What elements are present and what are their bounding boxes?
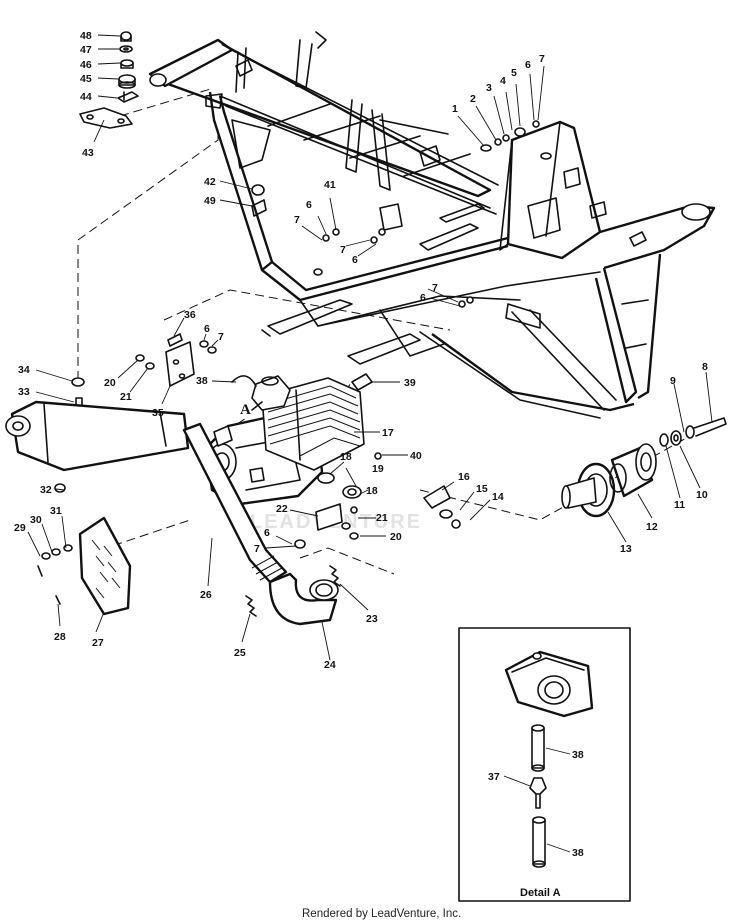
callout-labels: 48 47 46 45 44 43 42 49 41 1 2 3 4 5 6 7… xyxy=(14,30,708,859)
callout-38-detail-upper: 38 xyxy=(572,749,584,761)
footer-credit: Rendered by LeadVenture, Inc. xyxy=(302,908,461,920)
callout-31: 31 xyxy=(50,505,62,517)
callout-48: 48 xyxy=(80,30,92,42)
callout-30: 30 xyxy=(30,514,42,526)
callout-46: 46 xyxy=(80,59,92,71)
callout-38-detail-lower: 38 xyxy=(572,847,584,859)
detail-a-caption: Detail A xyxy=(520,887,561,899)
callout-6-mid: 6 xyxy=(306,199,312,211)
callout-24: 24 xyxy=(324,659,336,671)
callout-leaders xyxy=(27,34,713,853)
callout-39: 39 xyxy=(404,377,416,389)
callout-34: 34 xyxy=(18,364,30,376)
callout-41: 41 xyxy=(324,179,336,191)
callout-5: 5 xyxy=(511,67,517,79)
callout-28: 28 xyxy=(54,631,66,643)
callout-21-left: 21 xyxy=(120,391,132,403)
detail-a-border xyxy=(458,627,631,902)
callout-18-upper: 18 xyxy=(340,451,352,463)
callout-33: 33 xyxy=(18,386,30,398)
callout-25: 25 xyxy=(234,647,246,659)
callout-6-right: 6 xyxy=(420,292,426,304)
callout-6-bracket: 6 xyxy=(204,323,210,335)
callout-35: 35 xyxy=(152,407,164,419)
callout-19: 19 xyxy=(372,463,384,475)
shock-mount-hardware xyxy=(79,31,139,129)
callout-6-top: 6 xyxy=(525,59,531,71)
callout-29: 29 xyxy=(14,522,26,534)
callout-7-top: 7 xyxy=(539,53,545,65)
callout-21-right: 21 xyxy=(376,512,388,524)
callout-38-carb: 38 xyxy=(196,375,208,387)
frame-fasteners xyxy=(54,120,540,493)
callout-40: 40 xyxy=(410,450,422,462)
callout-26: 26 xyxy=(200,589,212,601)
exhaust-system xyxy=(5,400,341,626)
callout-43: 43 xyxy=(82,147,94,159)
callout-20-right: 20 xyxy=(390,531,402,543)
callout-7-right: 7 xyxy=(432,282,438,294)
callout-45: 45 xyxy=(80,73,92,85)
callout-20-left: 20 xyxy=(104,377,116,389)
callout-27: 27 xyxy=(92,637,104,649)
callout-6-lower: 6 xyxy=(264,527,270,539)
callout-9: 9 xyxy=(670,375,676,387)
callout-18-lower: 18 xyxy=(366,485,378,497)
callout-7-mid-b: 7 xyxy=(340,244,346,256)
engine-detail-marker: A xyxy=(240,402,251,418)
frame-assembly xyxy=(148,31,716,419)
exhaust-bracket xyxy=(294,485,461,549)
callout-6-mid-b: 6 xyxy=(352,254,358,266)
callout-13: 13 xyxy=(620,543,632,555)
callout-8: 8 xyxy=(702,361,708,373)
engine-assembly: A xyxy=(204,375,365,506)
callout-2: 2 xyxy=(470,93,476,105)
callout-11: 11 xyxy=(674,499,685,511)
callout-4: 4 xyxy=(500,75,506,87)
detail-a-panel: Detail A xyxy=(458,627,631,902)
callout-36: 36 xyxy=(184,309,196,321)
callout-17: 17 xyxy=(382,427,394,439)
callout-7-lower: 7 xyxy=(254,543,260,555)
callout-22: 22 xyxy=(276,503,288,515)
callout-32: 32 xyxy=(40,484,52,496)
callout-10: 10 xyxy=(696,489,708,501)
callout-14: 14 xyxy=(492,491,504,503)
cylinder-fins xyxy=(261,377,365,471)
callout-3: 3 xyxy=(486,82,492,94)
callout-23: 23 xyxy=(366,613,378,625)
callout-7-mid: 7 xyxy=(294,214,300,226)
callout-49: 49 xyxy=(204,195,216,207)
callout-15: 15 xyxy=(476,483,488,495)
callout-42: 42 xyxy=(204,176,216,188)
callout-37: 37 xyxy=(488,771,500,783)
callout-7-bracket: 7 xyxy=(218,331,224,343)
callout-44: 44 xyxy=(80,91,92,103)
callout-12: 12 xyxy=(646,521,658,533)
callout-47: 47 xyxy=(80,44,92,56)
engine-mount-bracket xyxy=(135,333,217,387)
callout-16: 16 xyxy=(458,471,470,483)
drive-clutch-assembly xyxy=(561,417,727,518)
callout-1: 1 xyxy=(452,103,458,115)
